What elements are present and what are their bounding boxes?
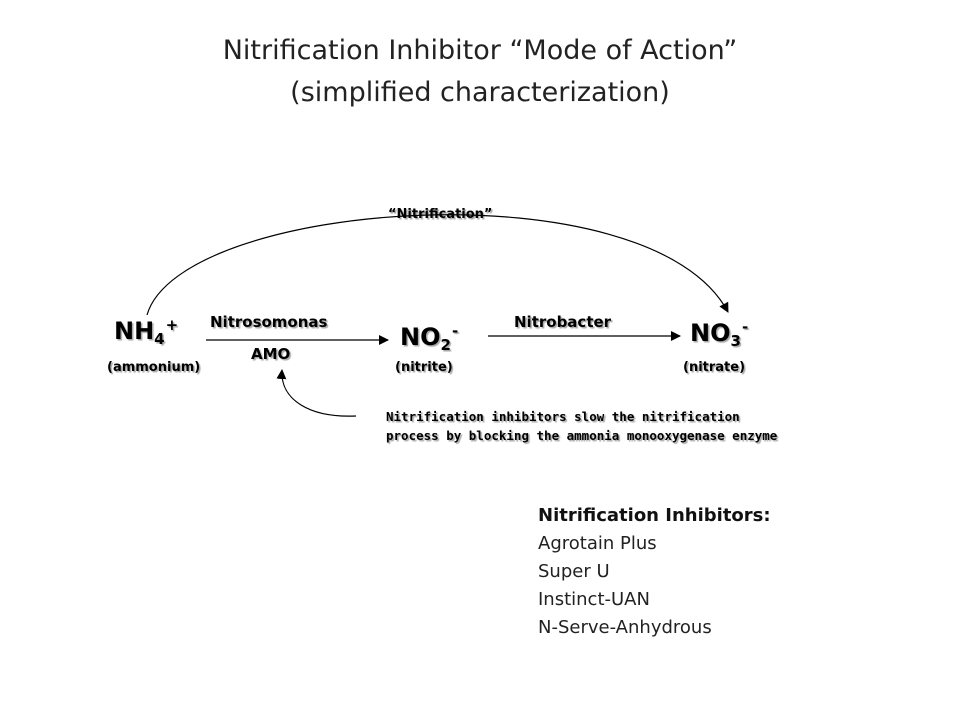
nitrification-arc-arrow (146, 214, 729, 316)
inhibition-arrow (276, 369, 357, 417)
nitrate-label: (nitrate) (683, 360, 746, 375)
amo-label: AMO (251, 345, 291, 363)
inhibitor-note: Nitrification inhibitors slow the nitrif… (386, 407, 777, 445)
inhibitor-list-item: N-Serve-Anhydrous (538, 617, 712, 638)
inhibitor-list-item: Super U (538, 561, 610, 582)
nitrite-label: (nitrite) (395, 360, 453, 375)
slide-title: Nitrification Inhibitor “Mode of Action”… (0, 30, 960, 114)
ammonium-label: (ammonium) (107, 360, 201, 375)
nitrobacter-label: Nitrobacter (514, 313, 612, 331)
inhibitor-list-heading: Nitrification Inhibitors: (538, 505, 771, 526)
nitrate-formula: NO3- (690, 318, 749, 350)
nitrification-label: “Nitrification” (388, 207, 493, 222)
inhibitor-list-item: Agrotain Plus (538, 533, 657, 554)
nitrosomonas-label: Nitrosomonas (210, 313, 328, 331)
title-line-2: (simplified characterization) (290, 77, 670, 108)
inhibitor-list-item: Instinct-UAN (538, 589, 650, 610)
inhibitor-list: Nitrification Inhibitors: Agrotain Plus … (538, 502, 771, 642)
inhibitor-note-line-2: process by blocking the ammonia monooxyg… (386, 428, 778, 443)
title-line-1: Nitrification Inhibitor “Mode of Action” (222, 35, 738, 66)
nitrite-formula: NO2- (400, 322, 459, 354)
inhibitor-note-line-1: Nitrification inhibitors slow the nitrif… (386, 409, 740, 424)
ammonium-formula: NH4+ (114, 316, 179, 348)
